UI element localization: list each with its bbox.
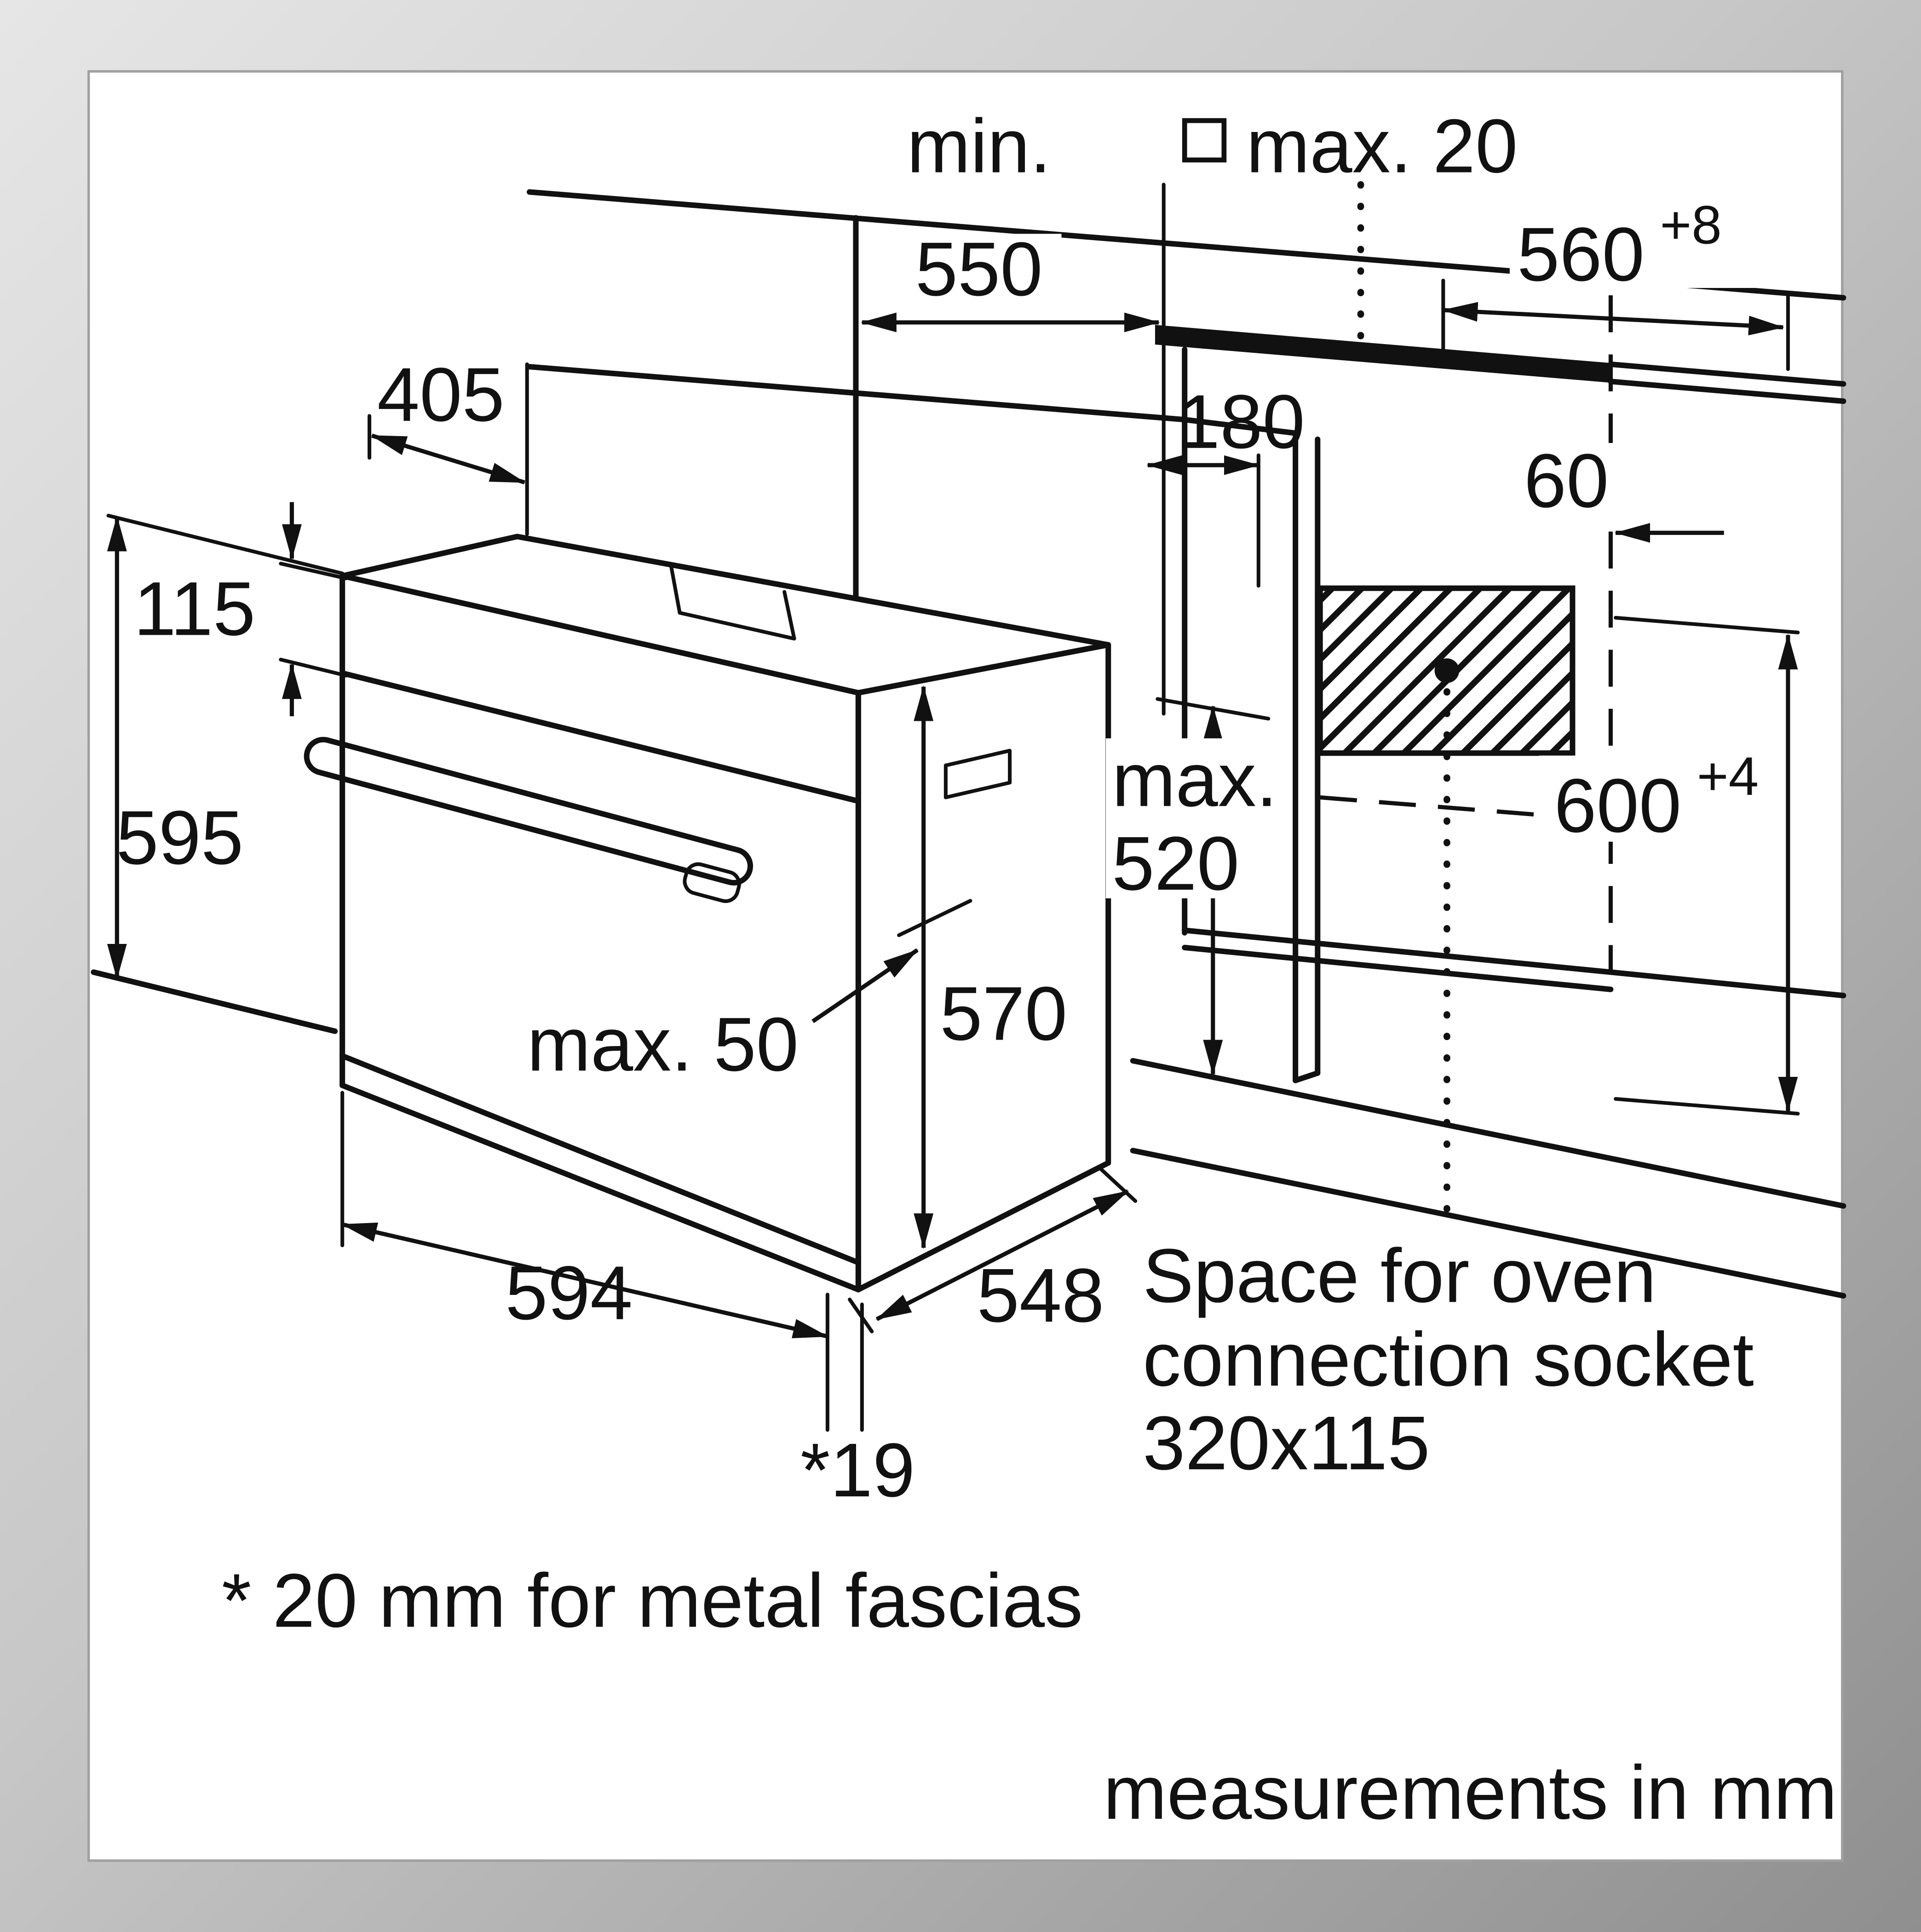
label-max520-value: 520 — [1112, 821, 1239, 906]
text-bg-550 — [899, 234, 1062, 300]
label-600: 600 — [1554, 763, 1681, 848]
label-595: 595 — [116, 795, 243, 880]
dim-600 — [1614, 615, 1800, 1116]
label-19: *19 — [800, 1428, 915, 1513]
socket-dot — [1434, 658, 1460, 683]
handle-bracket — [683, 862, 741, 903]
label-548: 548 — [977, 1253, 1104, 1338]
control-panel-bottom-line — [339, 670, 861, 804]
square-symbol-icon — [1182, 118, 1227, 163]
plinth-top-line — [1130, 1058, 1846, 1209]
label-max20: max. 20 — [1246, 104, 1518, 189]
socket-note-line1: Space for oven — [1143, 1233, 1656, 1318]
dim-595 — [106, 513, 345, 980]
worktop-edge-strip — [1155, 325, 1611, 383]
label-560: 560 — [1517, 212, 1645, 297]
worktop-underside-connector — [1182, 417, 1299, 436]
label-115: 115 — [134, 566, 256, 651]
niche-shelf-back — [1182, 944, 1614, 992]
floor-line-left — [91, 969, 338, 1034]
text-bg-520 — [1105, 738, 1281, 898]
label-max50: max. 50 — [527, 1002, 799, 1087]
dim-560 — [1441, 278, 1790, 371]
side-vent — [943, 748, 1012, 799]
side-panel — [1293, 434, 1321, 1083]
socket-space — [1317, 181, 1576, 1222]
worktop-lines — [527, 189, 1846, 936]
text-bg-560 — [1509, 209, 1773, 288]
label-594: 594 — [505, 1251, 633, 1336]
label-max520-word: max. — [1112, 737, 1277, 822]
side-panel-bottom-cap — [1293, 1070, 1321, 1083]
dim-min550 — [861, 183, 1166, 716]
worktop-edge-right-1 — [1608, 361, 1846, 387]
label-600-tol: +4 — [1697, 746, 1759, 806]
oven-front-face — [339, 573, 861, 1293]
dim-115 — [279, 502, 348, 716]
fascia-footnote: * 20 mm for metal fascias — [222, 1558, 1083, 1644]
label-min: min. — [907, 104, 1051, 189]
socket-note-line2: connection socket — [1143, 1317, 1754, 1402]
niche-floor-dashed — [1320, 795, 1599, 822]
label-560-tol: +8 — [1660, 195, 1721, 255]
label-405: 405 — [377, 352, 505, 437]
handle-bar — [304, 736, 753, 886]
niche-shelf-front — [1182, 927, 1614, 975]
text-bg-600 — [1539, 755, 1776, 842]
label-180: 180 — [1178, 380, 1305, 465]
door-handle — [304, 736, 753, 903]
niche-cavity-dashed — [1320, 295, 1613, 970]
label-550: 550 — [915, 227, 1043, 312]
niche-shelf-right — [1608, 969, 1846, 999]
worktop-edge-right-2 — [1608, 379, 1846, 404]
label-570: 570 — [940, 972, 1067, 1057]
text-bg-60 — [1517, 443, 1618, 515]
plinth-bottom-line — [1130, 1148, 1846, 1299]
dim-180 — [1146, 453, 1260, 588]
dim-405 — [368, 362, 529, 536]
label-60: 60 — [1524, 438, 1609, 523]
top-face-notch — [669, 564, 796, 641]
lower-cabinet-lines — [91, 927, 1846, 1299]
units-note: measurements in mm — [1103, 1750, 1837, 1835]
dim-594 — [340, 1091, 829, 1432]
dim-max50 — [811, 899, 972, 1024]
socket-note-line3: 320x115 — [1143, 1401, 1430, 1486]
